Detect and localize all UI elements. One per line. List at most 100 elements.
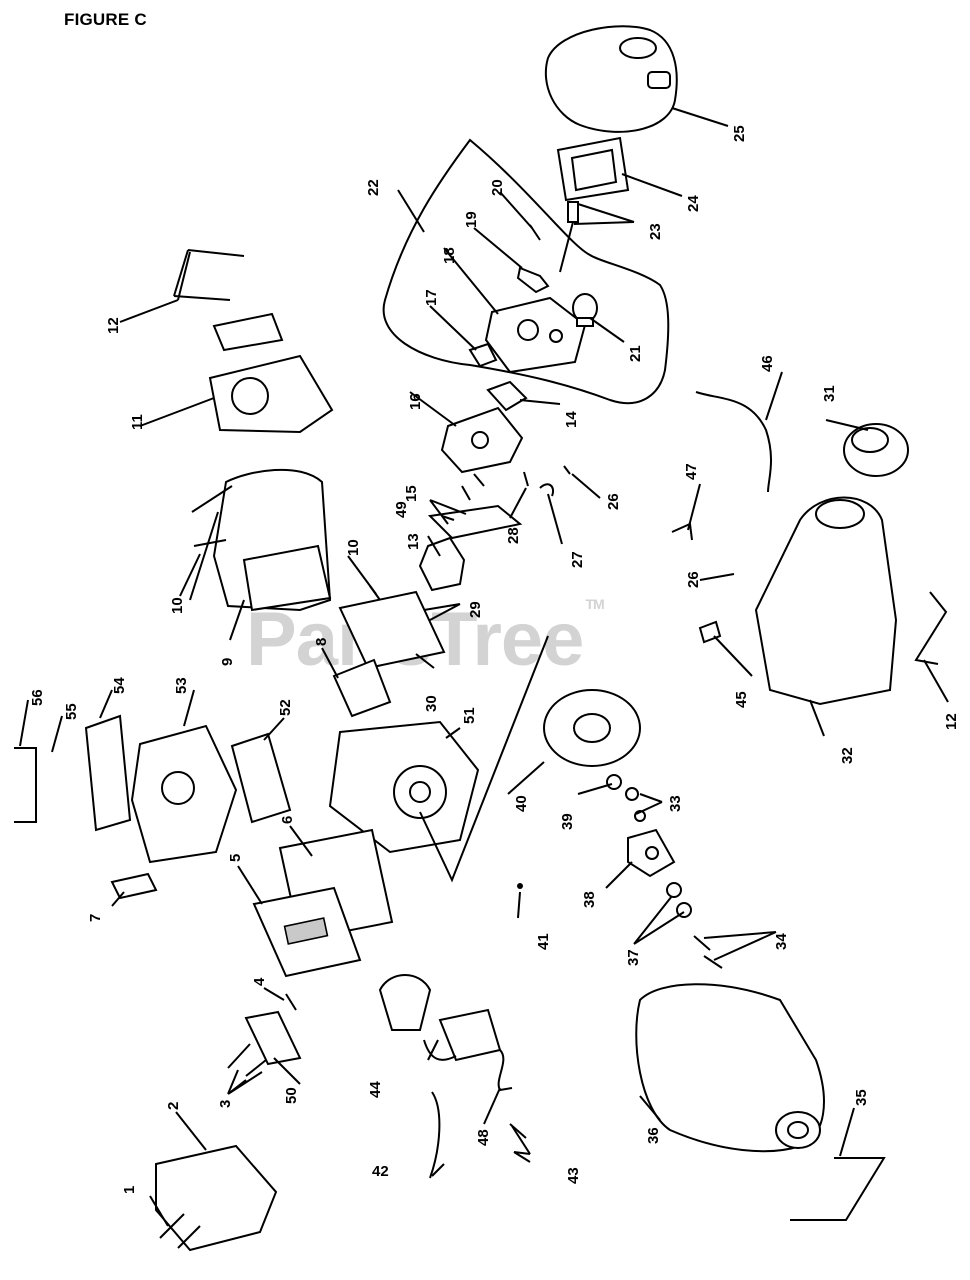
part-12-screws-upper [173,249,245,301]
callout-40: 40 [513,795,530,812]
callout-9: 9 [219,658,236,666]
part-clutch [627,828,676,878]
part-17-bracket [468,342,498,368]
callout-1: 1 [121,1186,138,1194]
callout-12-upper: 12 [105,317,122,334]
callout-26-upper: 26 [605,493,622,510]
callout-41: 41 [535,933,552,950]
part-41-pin [517,883,523,889]
figure-title: FIGURE C [64,10,147,29]
callout-48: 48 [475,1129,492,1146]
part-flywheel [543,689,641,767]
part-27-hose [539,483,554,497]
callout-56: 56 [29,689,46,706]
part-4-screw [285,993,297,1011]
callout-30: 30 [423,695,440,712]
part-49-plate [427,504,523,540]
callout-3: 3 [217,1100,234,1108]
part-23-fittings [559,201,579,273]
leader-lines [19,107,949,1227]
part-13-ignition-coil [418,536,466,592]
callout-22: 22 [365,179,382,196]
part-43-screws [509,1123,531,1163]
part-starter-assembly [208,312,334,434]
callout-5: 5 [227,854,244,862]
part-34-bolts [693,935,723,969]
callout-21: 21 [627,345,644,362]
callout-28: 28 [505,527,522,544]
part-30-plate [338,590,446,670]
callout-43: 43 [565,1167,582,1184]
callout-53: 53 [173,677,190,694]
part-35-bolts [790,1157,886,1221]
callout-24: 24 [685,195,702,212]
part-50-plate [244,1010,302,1066]
callout-38: 38 [581,891,598,908]
part-42-wire [429,1091,441,1179]
callout-11: 11 [129,414,146,430]
part-filter-base [484,296,587,374]
callout-34: 34 [773,933,790,950]
callout-labels: 1 2 3 4 5 6 7 8 9 10 10 11 12 12 13 14 1… [29,125,960,1194]
part-3-screws [227,1043,267,1077]
part-fuel-tank [754,496,898,706]
part-39-nut [606,774,622,790]
part-engine-shroud [212,468,332,612]
callout-13: 13 [405,533,422,550]
part-37-washer-a [666,882,682,898]
callout-19: 19 [463,211,480,228]
part-14-gasket [486,380,528,412]
callout-54: 54 [111,677,128,694]
part-26-clip-right [699,573,735,581]
callout-49: 49 [393,501,410,518]
part-52-gasket [230,732,292,824]
callout-29: 29 [467,601,484,618]
part-10-screws-left [191,485,233,547]
part-26-clip [563,465,571,475]
part-carburetor [440,406,524,474]
callout-37: 37 [625,949,642,966]
callout-33: 33 [667,795,684,812]
callout-36: 36 [645,1127,662,1144]
callout-20: 20 [489,179,506,196]
callout-25: 25 [731,125,748,142]
part-cylinder [130,724,238,864]
part-crankcase [328,720,480,854]
callout-45: 45 [733,691,750,708]
callout-17: 17 [423,289,440,306]
callout-52: 52 [277,699,294,716]
assembly-wedge-lines [419,635,549,883]
callout-10-center: 10 [345,539,362,556]
callout-6: 6 [279,816,296,824]
callout-46: 46 [759,355,776,372]
part-46-fuel-line [695,391,772,493]
callout-16: 16 [407,393,424,410]
part-33-washer-a [625,787,639,801]
part-48-wire [497,1049,513,1092]
part-19-clip [516,266,550,294]
callout-18: 18 [441,247,458,264]
part-8-coupler [332,658,392,718]
part-55-56-bolts [14,747,37,823]
part-throttle-assembly [378,974,502,1062]
callout-4: 4 [251,977,268,986]
kit-outline-22 [382,138,670,405]
callout-39: 39 [559,813,576,830]
part-28-pin [523,471,529,487]
callout-47: 47 [683,463,700,480]
callout-32: 32 [839,747,856,764]
callout-44: 44 [367,1081,384,1098]
callout-7: 7 [87,914,104,922]
callout-23: 23 [647,223,664,240]
part-fuel-cap [843,423,909,477]
part-muffler [252,886,362,978]
callout-15: 15 [403,485,420,502]
part-1-screws [159,1213,201,1249]
callout-10-left: 10 [169,597,186,614]
callout-31: 31 [821,385,838,402]
callout-35: 35 [853,1089,870,1106]
callout-42: 42 [372,1163,389,1180]
part-air-filter-cover [544,25,678,133]
callout-27: 27 [569,551,586,568]
part-7-spark-plug [110,872,158,900]
